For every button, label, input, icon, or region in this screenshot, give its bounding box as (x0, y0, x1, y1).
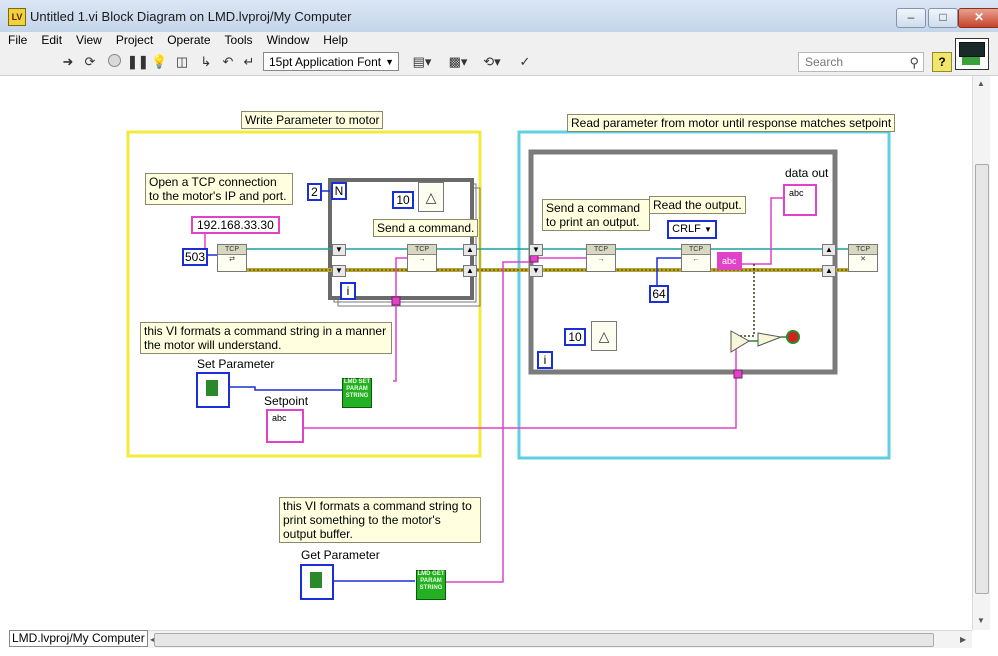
refnum-tunnel: ▲ (822, 244, 836, 256)
while-loop-iteration-terminal: i (537, 351, 553, 369)
wait-ms-constant-1[interactable]: 10 (392, 191, 414, 209)
menu-bar: File Edit View Project Operate Tools Window Hel… (0, 32, 998, 50)
read-output-string: abc (717, 252, 742, 270)
run-continuously-icon[interactable]: ⟳ (84, 54, 96, 69)
for-loop-iteration-terminal: i (340, 282, 356, 300)
tcp-close-node[interactable]: TCP✕ (848, 244, 878, 272)
error-tunnel: ▼ (332, 265, 346, 277)
scroll-up-icon[interactable]: ▲ (977, 79, 985, 88)
tcp-write-node-1[interactable]: TCP→ (407, 244, 437, 272)
tcp-open-node[interactable]: TCP⇄ (217, 244, 247, 272)
vertical-scroll-thumb[interactable] (975, 164, 989, 594)
chevron-down-icon: ▼ (385, 57, 394, 67)
minimize-button[interactable]: – (896, 8, 926, 28)
scroll-down-icon[interactable]: ▼ (977, 616, 985, 625)
comment-format-set: this VI formats a command string in a ma… (140, 322, 392, 354)
comment-read-output: Read the output. (649, 196, 746, 214)
menu-project[interactable]: Project (115, 33, 154, 47)
menu-file[interactable]: File (8, 33, 28, 47)
comment-send-print: Send a command to print an output. (542, 199, 650, 231)
toolbar: ➜ ⟳ ❚❚ 💡 ◫ ↳ ↶ ↵ 15pt Application Font▼ … (0, 50, 998, 76)
menu-tools[interactable]: Tools (224, 33, 253, 47)
align-objects-icon[interactable]: ▤▾ (412, 54, 432, 69)
distribute-objects-icon[interactable]: ▩▾ (448, 54, 468, 69)
setpoint-label: Setpoint (264, 394, 309, 408)
menu-view[interactable]: View (76, 33, 102, 47)
comment-open-tcp: Open a TCP connection to the motor's IP … (145, 173, 293, 205)
close-button[interactable]: ✕ (958, 8, 998, 28)
menu-edit[interactable]: Edit (41, 33, 63, 47)
scroll-left-icon[interactable]: ◀ (150, 635, 156, 644)
title-bar: LV Untitled 1.vi Block Diagram on LMD.lv… (0, 0, 998, 33)
window-title: Untitled 1.vi Block Diagram on LMD.lvpro… (30, 9, 352, 24)
write-frame-title: Write Parameter to motor (241, 111, 384, 129)
set-parameter-label: Set Parameter (197, 357, 275, 371)
vi-icon[interactable] (955, 38, 989, 70)
search-input[interactable]: Search⚲ (798, 52, 924, 72)
tcp-read-node[interactable]: TCP← (681, 244, 711, 272)
data-out-indicator[interactable]: abc (783, 184, 817, 216)
port-constant[interactable]: 503 (182, 248, 208, 266)
reorder-icon[interactable]: ⟲▾ (483, 54, 501, 69)
retain-wire-values-icon[interactable]: ◫ (175, 54, 189, 69)
refnum-tunnel: ▼ (529, 244, 543, 256)
error-tunnel: ▼ (529, 265, 543, 277)
block-diagram-canvas[interactable]: Write Parameter to motor Read parameter … (9, 76, 972, 630)
horizontal-scrollbar[interactable]: ◀ ▶ (148, 630, 972, 648)
refnum-tunnel: ▲ (463, 244, 477, 256)
step-out-icon[interactable]: ↵ (243, 54, 255, 69)
setpoint-string-control[interactable]: abc (266, 409, 304, 443)
lmd-get-param-string-vi[interactable]: LMD GET PARAM STRING (416, 570, 446, 600)
search-icon: ⚲ (909, 55, 919, 70)
refnum-tunnel: ▼ (332, 244, 346, 256)
lmd-set-param-string-vi[interactable]: LMD SET PARAM STRING (342, 378, 372, 408)
clean-up-diagram-icon[interactable]: ✓ (519, 54, 531, 69)
get-parameter-enum-control[interactable] (300, 564, 334, 600)
menu-operate[interactable]: Operate (167, 33, 211, 47)
set-parameter-enum-control[interactable] (196, 372, 230, 408)
read-frame (517, 130, 891, 460)
labview-vi-icon: LV (8, 8, 26, 26)
comment-format-get: this VI formats a command string to prin… (279, 497, 481, 543)
error-tunnel: ▲ (463, 265, 477, 277)
scroll-right-icon[interactable]: ▶ (960, 635, 967, 644)
tcp-write-node-2[interactable]: TCP→ (586, 244, 616, 272)
maximize-button[interactable]: □ (928, 8, 958, 28)
for-loop-count-terminal: N (331, 182, 347, 200)
status-context: LMD.lvproj/My Computer (9, 630, 148, 647)
menu-window[interactable]: Window (266, 33, 310, 47)
menu-help[interactable]: Help (323, 33, 348, 47)
pause-icon[interactable]: ❚❚ (127, 54, 149, 69)
data-out-label: data out (785, 166, 829, 180)
abort-icon[interactable] (106, 54, 122, 70)
run-arrow-icon[interactable]: ➜ (62, 54, 74, 69)
font-selector[interactable]: 15pt Application Font▼ (263, 52, 399, 71)
comment-send-command: Send a command. (373, 219, 479, 237)
read-frame-title: Read parameter from motor until response… (567, 114, 896, 132)
error-tunnel: ▲ (822, 265, 836, 277)
vertical-scrollbar[interactable]: ▲ ▼ (972, 76, 990, 630)
crlf-mode-constant[interactable]: CRLF ▼ (667, 220, 717, 239)
step-into-icon[interactable]: ↳ (200, 54, 212, 69)
step-over-icon[interactable]: ↶ (222, 54, 234, 69)
get-parameter-label: Get Parameter (301, 548, 380, 562)
horizontal-scroll-thumb[interactable] (154, 633, 934, 647)
wait-ms-metronome-icon[interactable]: △ (418, 182, 444, 212)
bytes-to-read-constant[interactable]: 64 (649, 285, 669, 303)
ip-address-constant[interactable]: 192.168.33.30 (191, 216, 280, 234)
highlight-execution-icon[interactable]: 💡 (151, 54, 168, 69)
wait-ms-constant-2[interactable]: 10 (564, 328, 586, 346)
context-help-button[interactable]: ? (932, 52, 952, 72)
wait-ms-metronome-icon[interactable]: △ (591, 321, 617, 351)
loop-count-constant[interactable]: 2 (307, 183, 322, 201)
chevron-down-icon: ▼ (703, 225, 712, 234)
